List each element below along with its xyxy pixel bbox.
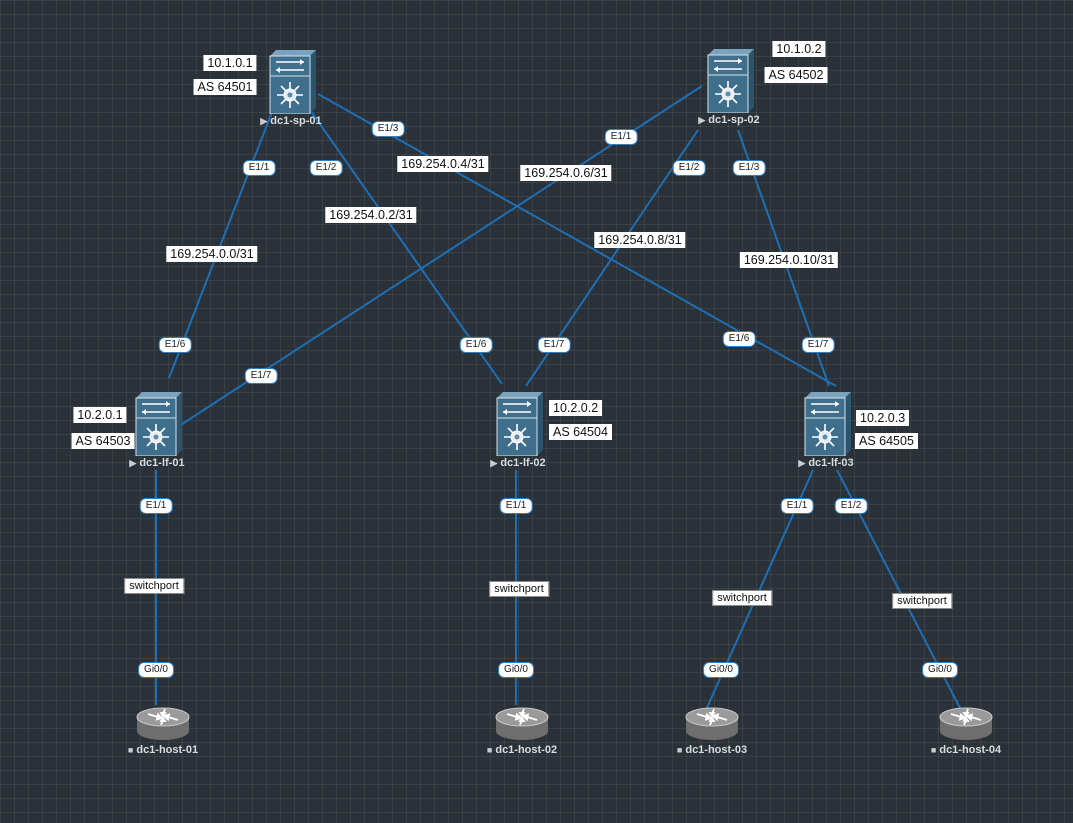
subnet-label: 169.254.0.2/31 bbox=[325, 207, 417, 223]
switch-node-dc1-lf-03[interactable] bbox=[801, 392, 851, 456]
node-name: dc1-host-02 bbox=[495, 744, 558, 756]
node-name: dc1-host-03 bbox=[685, 744, 748, 756]
interface-label-dc1-lf-01-E1-7[interactable]: E1/7 bbox=[244, 368, 278, 384]
interface-label-dc1-lf-01-E1-6[interactable]: E1/6 bbox=[158, 337, 192, 353]
switch-node-dc1-lf-02[interactable] bbox=[493, 392, 543, 456]
nexus-switch-icon bbox=[801, 392, 851, 456]
stop-icon: ■ bbox=[930, 745, 937, 755]
node-name: dc1-lf-01 bbox=[139, 457, 185, 469]
interface-label-dc1-host-02-Gi0-0[interactable]: Gi0/0 bbox=[498, 662, 534, 678]
asn-note-dc1-sp-02: AS 64502 bbox=[764, 67, 828, 83]
subnet-label: 169.254.0.10/31 bbox=[739, 252, 839, 268]
asn-note-dc1-lf-01: AS 64503 bbox=[71, 433, 135, 449]
subnet-label: 169.254.0.8/31 bbox=[594, 232, 686, 248]
subnet-label: 169.254.0.4/31 bbox=[397, 156, 489, 172]
ip-address-note-dc1-lf-01: 10.2.0.1 bbox=[73, 407, 127, 423]
stop-icon: ■ bbox=[676, 745, 683, 755]
node-name: dc1-host-04 bbox=[939, 744, 1002, 756]
nexus-switch-icon bbox=[132, 392, 182, 456]
node-label-dc1-sp-01[interactable]: ▶dc1-sp-01 bbox=[260, 115, 321, 127]
node-label-dc1-host-03[interactable]: ■dc1-host-03 bbox=[677, 744, 747, 756]
interface-label-dc1-sp-01-E1-2[interactable]: E1/2 bbox=[309, 160, 343, 176]
switchport-label: switchport bbox=[892, 593, 952, 609]
interface-label-dc1-lf-01-E1-1[interactable]: E1/1 bbox=[139, 498, 173, 514]
asn-note-dc1-lf-02: AS 64504 bbox=[549, 424, 612, 440]
interface-label-dc1-sp-01-E1-1[interactable]: E1/1 bbox=[242, 160, 276, 176]
switchport-label: switchport bbox=[712, 590, 772, 606]
interface-label-dc1-lf-02-E1-7[interactable]: E1/7 bbox=[537, 337, 571, 353]
nexus-switch-icon bbox=[493, 392, 543, 456]
interface-label-dc1-lf-03-E1-6[interactable]: E1/6 bbox=[722, 331, 756, 347]
switchport-label: switchport bbox=[124, 578, 184, 594]
ip-address-note-dc1-sp-01: 10.1.0.1 bbox=[203, 55, 257, 71]
subnet-label: 169.254.0.6/31 bbox=[520, 165, 612, 181]
node-label-dc1-lf-03[interactable]: ▶dc1-lf-03 bbox=[798, 457, 853, 469]
interface-label-dc1-host-01-Gi0-0[interactable]: Gi0/0 bbox=[138, 662, 174, 678]
nexus-switch-icon bbox=[704, 49, 754, 113]
ip-address-note-dc1-lf-03: 10.2.0.3 bbox=[856, 410, 910, 426]
ip-address-note-dc1-lf-02: 10.2.0.2 bbox=[549, 400, 603, 416]
router-icon bbox=[938, 705, 994, 743]
node-name: dc1-lf-03 bbox=[808, 457, 854, 469]
nexus-switch-icon bbox=[266, 50, 316, 114]
play-icon: ▶ bbox=[260, 116, 268, 126]
switch-node-dc1-lf-01[interactable] bbox=[132, 392, 182, 456]
ip-address-note-dc1-sp-02: 10.1.0.2 bbox=[772, 41, 826, 57]
router-icon bbox=[135, 705, 191, 743]
router-node-dc1-host-02[interactable] bbox=[494, 705, 550, 743]
link-dc1-sp-01-dc1-lf-03[interactable] bbox=[317, 93, 837, 387]
node-label-dc1-lf-02[interactable]: ▶dc1-lf-02 bbox=[490, 457, 545, 469]
interface-label-dc1-sp-02-E1-3[interactable]: E1/3 bbox=[732, 160, 766, 176]
asn-note-dc1-lf-03: AS 64505 bbox=[855, 433, 918, 449]
node-name: dc1-lf-02 bbox=[500, 457, 546, 469]
switchport-label: switchport bbox=[489, 581, 549, 597]
interface-label-dc1-host-04-Gi0-0[interactable]: Gi0/0 bbox=[922, 662, 958, 678]
node-label-dc1-host-01[interactable]: ■dc1-host-01 bbox=[128, 744, 198, 756]
node-name: dc1-host-01 bbox=[136, 744, 199, 756]
interface-label-dc1-lf-02-E1-6[interactable]: E1/6 bbox=[459, 337, 493, 353]
link-dc1-sp-01-dc1-lf-01[interactable] bbox=[168, 106, 275, 379]
router-node-dc1-host-03[interactable] bbox=[684, 705, 740, 743]
node-label-dc1-lf-01[interactable]: ▶dc1-lf-01 bbox=[129, 457, 184, 469]
interface-label-dc1-lf-03-E1-1[interactable]: E1/1 bbox=[780, 498, 814, 514]
play-icon: ▶ bbox=[490, 458, 498, 468]
switch-node-dc1-sp-02[interactable] bbox=[704, 49, 754, 113]
router-icon bbox=[684, 705, 740, 743]
interface-label-dc1-sp-02-E1-2[interactable]: E1/2 bbox=[672, 160, 706, 176]
interface-label-dc1-host-03-Gi0-0[interactable]: Gi0/0 bbox=[703, 662, 739, 678]
stop-icon: ■ bbox=[127, 745, 134, 755]
router-node-dc1-host-04[interactable] bbox=[938, 705, 994, 743]
router-icon bbox=[494, 705, 550, 743]
node-name: dc1-sp-01 bbox=[270, 115, 322, 127]
stop-icon: ■ bbox=[486, 745, 493, 755]
interface-label-dc1-lf-03-E1-2[interactable]: E1/2 bbox=[834, 498, 868, 514]
play-icon: ▶ bbox=[129, 458, 137, 468]
node-name: dc1-sp-02 bbox=[708, 114, 760, 126]
interface-label-dc1-sp-02-E1-1[interactable]: E1/1 bbox=[604, 129, 638, 145]
asn-note-dc1-sp-01: AS 64501 bbox=[193, 79, 257, 95]
node-label-dc1-host-02[interactable]: ■dc1-host-02 bbox=[487, 744, 557, 756]
interface-label-dc1-lf-02-E1-1[interactable]: E1/1 bbox=[499, 498, 533, 514]
router-node-dc1-host-01[interactable] bbox=[135, 705, 191, 743]
node-label-dc1-host-04[interactable]: ■dc1-host-04 bbox=[931, 744, 1001, 756]
subnet-label: 169.254.0.0/31 bbox=[166, 246, 258, 262]
node-label-dc1-sp-02[interactable]: ▶dc1-sp-02 bbox=[698, 114, 759, 126]
play-icon: ▶ bbox=[698, 115, 706, 125]
switch-node-dc1-sp-01[interactable] bbox=[266, 50, 316, 114]
interface-label-dc1-sp-01-E1-3[interactable]: E1/3 bbox=[371, 121, 405, 137]
play-icon: ▶ bbox=[798, 458, 806, 468]
interface-label-dc1-lf-03-E1-7[interactable]: E1/7 bbox=[801, 337, 835, 353]
